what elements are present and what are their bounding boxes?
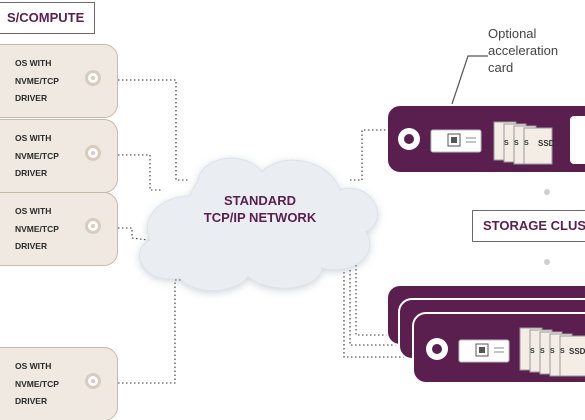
- host-port-icon: [85, 373, 101, 389]
- acceleration-card-icon: [458, 339, 510, 363]
- ssd-stack-icon: [493, 121, 553, 165]
- acceleration-card-icon: [430, 129, 482, 153]
- dot-lower: [544, 259, 550, 265]
- server-port-icon: [398, 128, 420, 150]
- ssd-label: S: [530, 348, 535, 355]
- link-host-4: [118, 279, 196, 384]
- link-storage-top: [350, 129, 388, 181]
- host-port-icon: [85, 218, 101, 234]
- link-host-1: [118, 79, 190, 181]
- ssd-label: S: [540, 348, 545, 355]
- annotation-pointer: [451, 55, 488, 105]
- link-storage-2: [355, 265, 390, 336]
- ssd-label: S: [504, 140, 509, 147]
- storage-server: S S S SSD: [386, 104, 585, 174]
- link-host-2: [118, 154, 162, 191]
- network-label: STANDARD TCP/IP NETWORK: [203, 193, 317, 225]
- ssd-label: S: [524, 140, 529, 147]
- host-port-icon: [85, 145, 101, 161]
- dot-upper: [544, 189, 550, 195]
- ssd-label: S: [560, 348, 565, 355]
- server-port-icon: [426, 338, 448, 360]
- link-storage-3: [343, 268, 412, 358]
- ssd-label: S: [550, 348, 555, 355]
- storage-server: S S S S SSD: [412, 312, 585, 384]
- ssd-stack-icon: [519, 327, 585, 377]
- hosts-section-title: S/COMPUTE: [0, 2, 96, 34]
- network-cloud: [139, 157, 378, 292]
- link-host-3: [118, 227, 149, 241]
- ssd-label: S: [514, 140, 519, 147]
- ssd-label: SSD: [538, 139, 555, 148]
- drive-bay: [570, 116, 585, 164]
- host-port-icon: [85, 70, 101, 86]
- storage-section-title: STORAGE CLUS: [472, 210, 585, 242]
- ssd-label: SSD: [569, 347, 585, 356]
